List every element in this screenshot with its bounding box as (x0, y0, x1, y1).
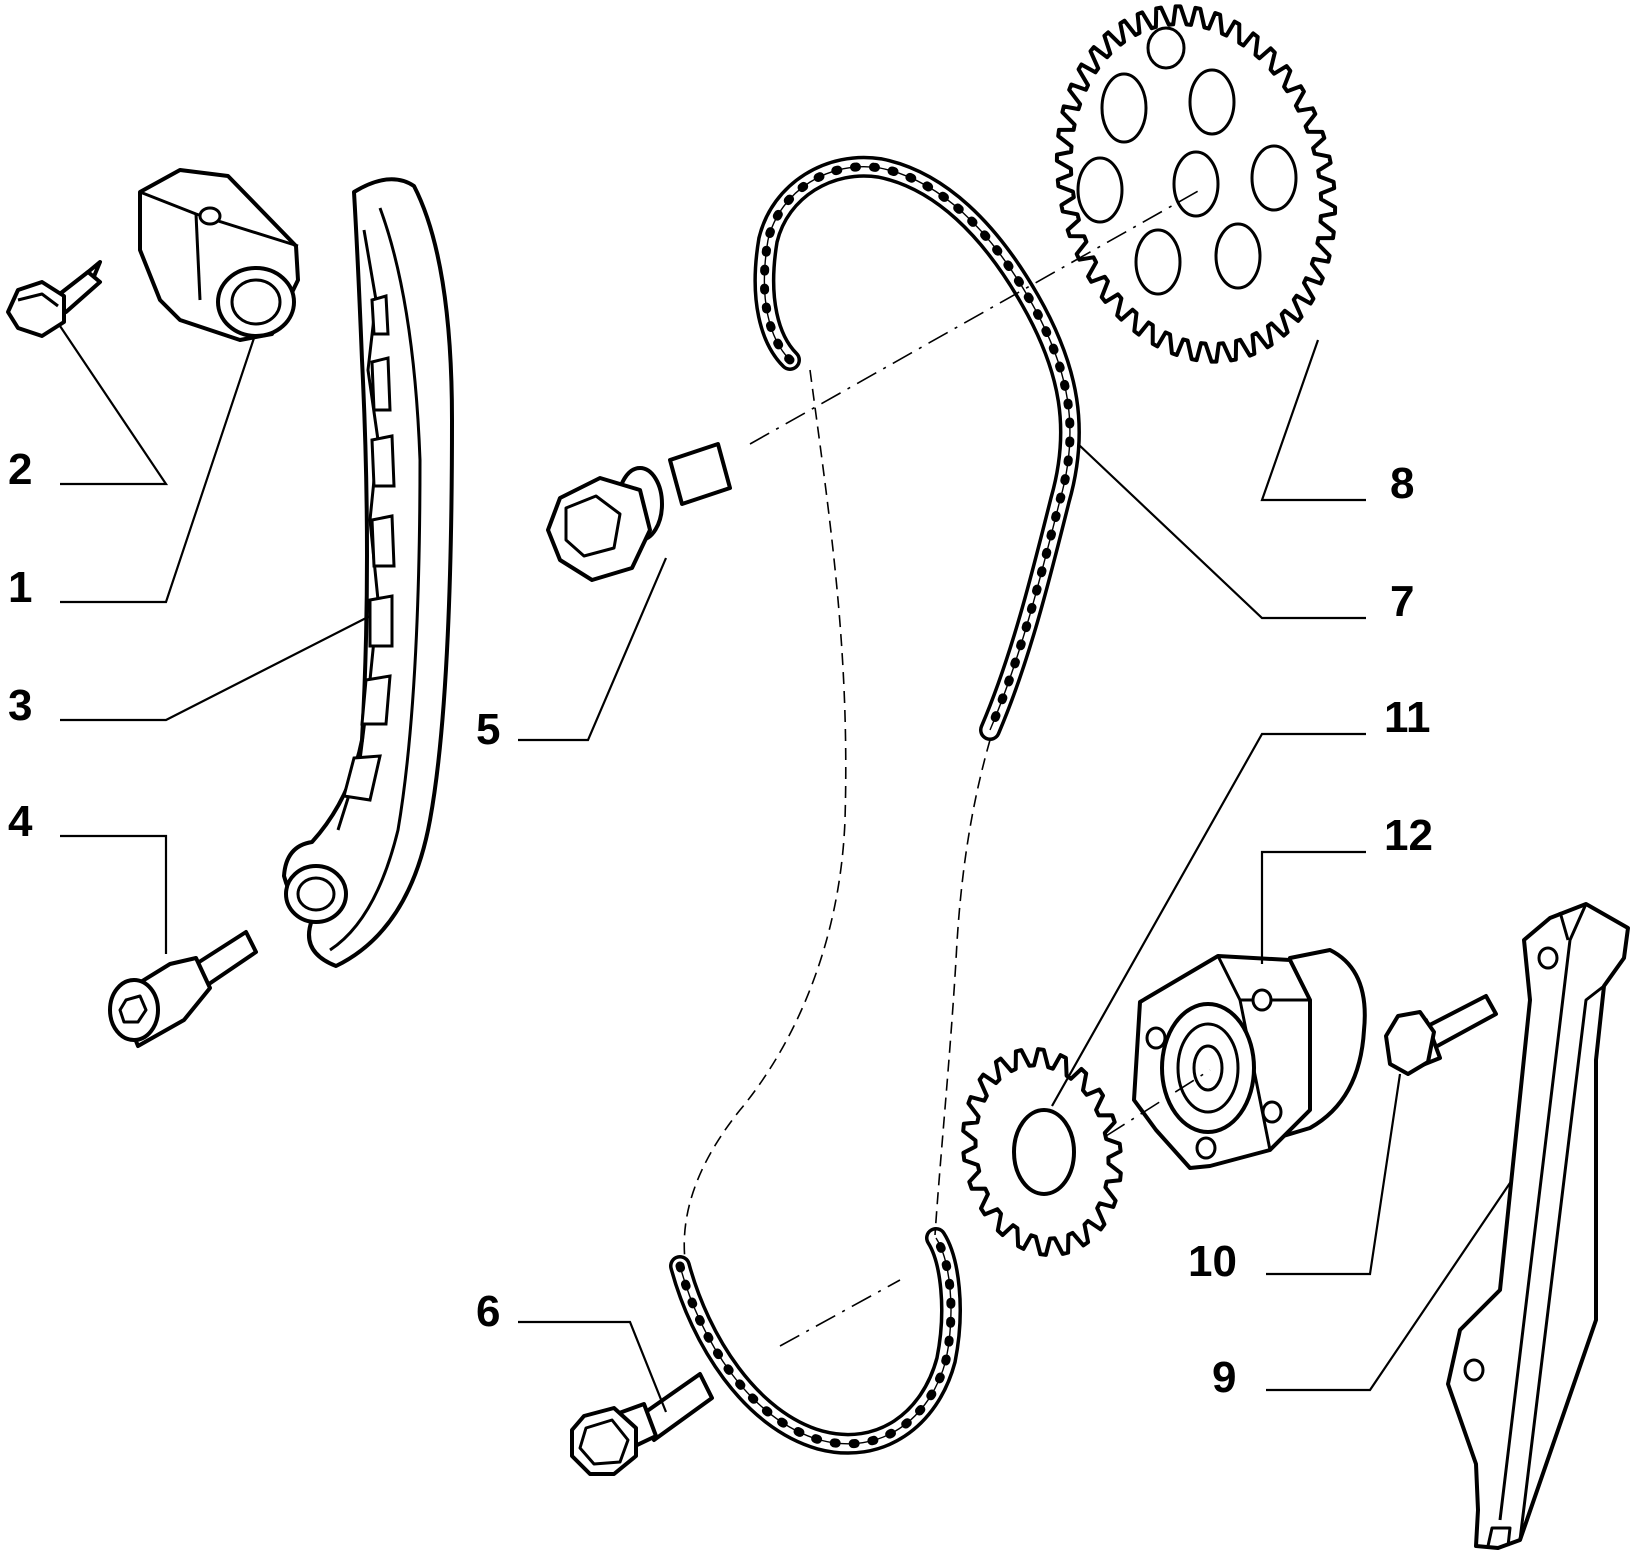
leader-1 (60, 337, 256, 604)
axis-line-crank (1105, 1069, 1211, 1137)
callout-6: 6 (476, 1287, 500, 1336)
callout-10: 10 (1188, 1237, 1237, 1286)
callout-11: 11 (1384, 693, 1431, 742)
callout-7: 7 (1390, 577, 1414, 626)
axis-line-lower (779, 1279, 901, 1347)
callout-1: 1 (8, 563, 32, 612)
callout-4: 4 (8, 797, 33, 846)
callout-8: 8 (1390, 459, 1414, 508)
part-2-bolt[interactable] (6, 260, 102, 338)
leader-3 (60, 615, 371, 722)
leader-5 (518, 557, 668, 742)
part-7-timing-chain-upper[interactable] (753, 155, 1081, 741)
leader-4 (60, 834, 168, 954)
chain-phantom-left (683, 369, 847, 1261)
callout-9: 9 (1212, 1353, 1236, 1402)
chain-phantom-right (934, 739, 991, 1236)
callout-labels: 2 1 3 4 5 6 8 7 11 12 10 9 (8, 445, 1433, 1402)
leader-12 (1260, 850, 1366, 964)
part-11-crank-sprocket[interactable] (961, 1047, 1123, 1257)
timing-chain-lower-loop[interactable] (669, 1227, 962, 1455)
part-6-guide-bolt[interactable] (570, 1372, 714, 1476)
callout-3: 3 (8, 681, 32, 730)
leader-9 (1266, 1179, 1513, 1392)
callout-5: 5 (476, 705, 500, 754)
leader-7 (1077, 443, 1366, 620)
part-4-stud-pin[interactable] (108, 930, 258, 1048)
leader-11 (1051, 732, 1366, 1107)
leader-8 (1260, 339, 1366, 502)
leader-2 (59, 325, 169, 486)
leader-6 (518, 1320, 668, 1413)
axis-line-camshaft (749, 189, 1201, 445)
part-8-camshaft-sprocket[interactable] (1054, 4, 1338, 364)
leader-lines (59, 325, 1513, 1413)
part-9-fixed-guide-rail[interactable] (1446, 902, 1630, 1550)
leader-10 (1266, 1073, 1402, 1276)
part-5-guide-bolt[interactable] (546, 442, 732, 582)
part-12-pump-housing[interactable] (1132, 948, 1367, 1170)
part-3-tensioner-rail[interactable] (282, 177, 454, 968)
part-10-bolt[interactable] (1384, 994, 1498, 1076)
callout-2: 2 (8, 445, 32, 494)
callout-12: 12 (1384, 811, 1433, 860)
part-1-chain-tensioner[interactable] (138, 168, 300, 342)
